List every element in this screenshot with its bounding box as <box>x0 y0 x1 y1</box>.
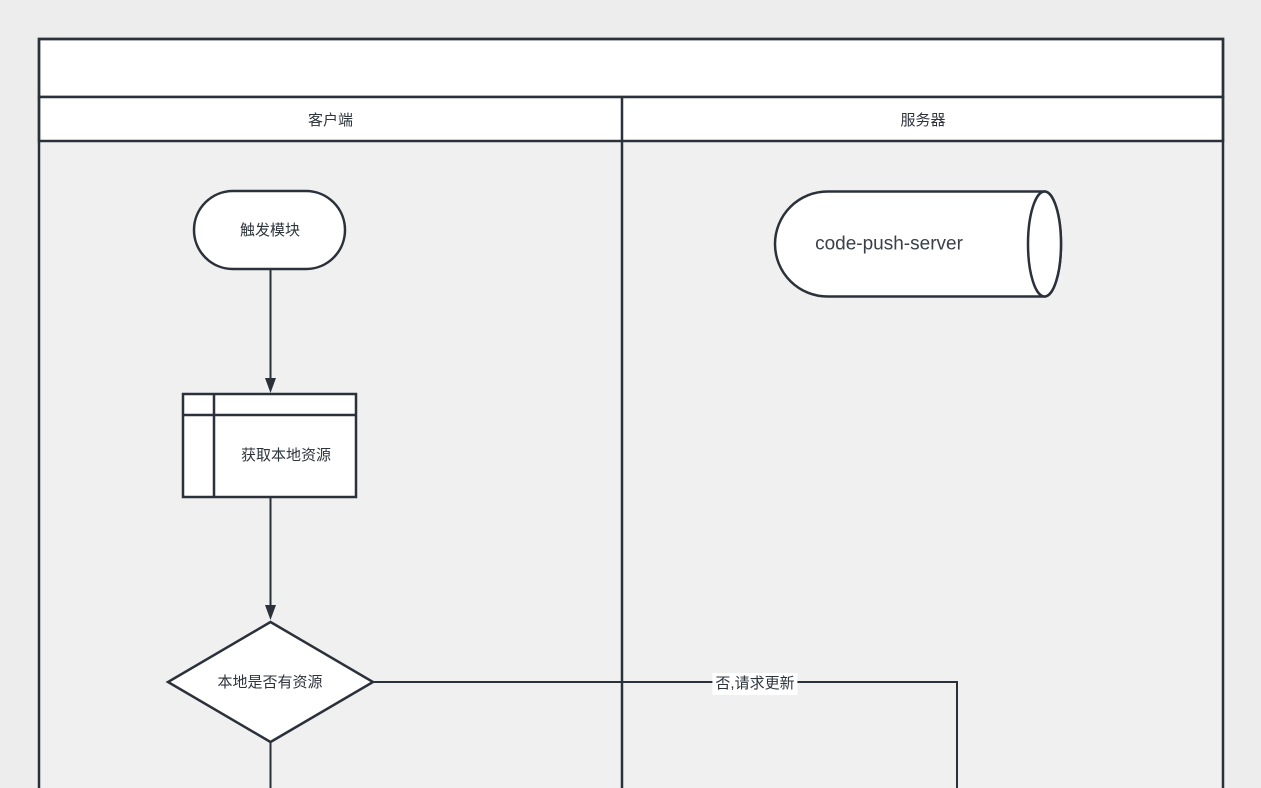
lane-header-client: 客户端 <box>307 111 353 129</box>
cylinder-shape-code-push-server <box>773 190 1063 298</box>
node-label-code-push-server: code-push-server <box>815 233 963 255</box>
pool-border <box>37 37 1225 788</box>
edge-label-no-request-update: 否,请求更新 <box>712 673 798 695</box>
connectors <box>265 269 958 788</box>
arrowhead-icon <box>265 605 276 620</box>
node-label-trigger-module: 触发模块 <box>239 222 301 239</box>
node-label-fetch-local: 获取本地资源 <box>240 447 332 464</box>
pool-title-band <box>37 37 1225 99</box>
terminator-shape-trigger-module <box>192 189 347 271</box>
node-label-has-local: 本地是否有资源 <box>217 674 323 691</box>
process-shape-fetch-local <box>181 392 358 499</box>
arrowhead-icon <box>265 378 276 393</box>
edge-decision-no <box>373 681 958 788</box>
lane-header-server: 服务器 <box>900 111 946 129</box>
lane-header-band <box>37 95 1225 143</box>
decision-shape-has-local <box>165 620 376 744</box>
nodes <box>165 189 1063 744</box>
